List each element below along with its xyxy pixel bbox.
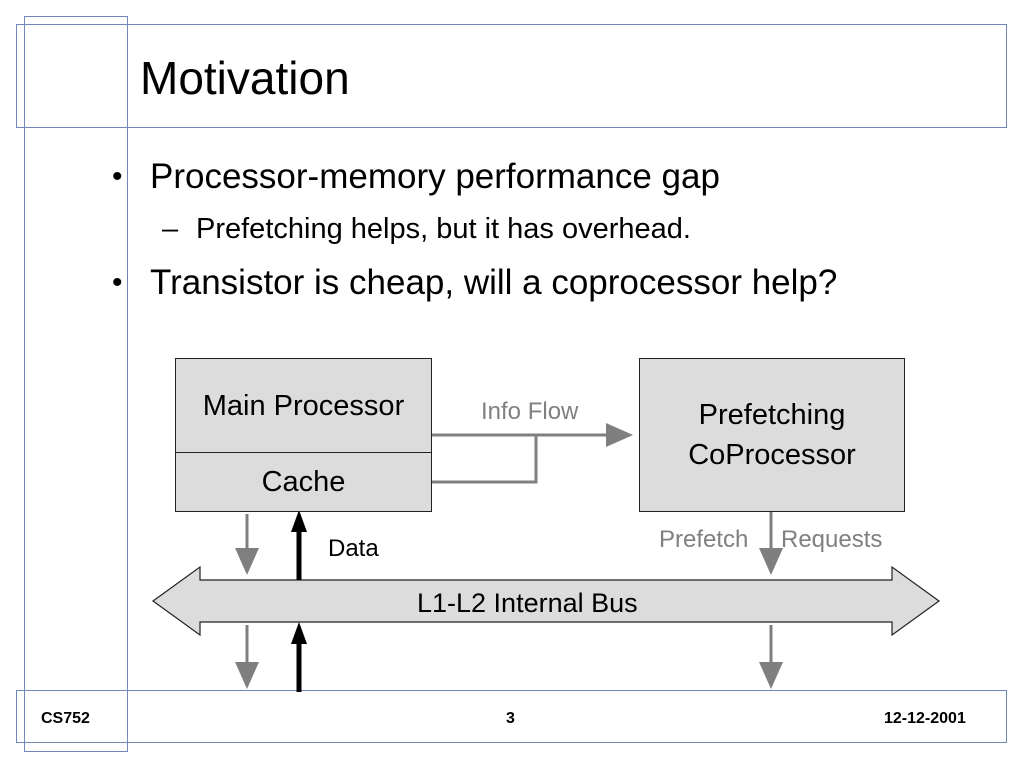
bullet-2-text: Transistor is cheap, will a coprocessor … [150, 263, 838, 302]
sub-bullet-marker: – [162, 213, 179, 245]
coprocessor-label-line2: CoProcessor [688, 439, 856, 471]
footer-frame [16, 690, 1007, 743]
bullet-marker: • [112, 266, 123, 299]
bullet-2: • Transistor is cheap, will a coprocesso… [112, 263, 838, 303]
data-arrow-lower-head [291, 622, 307, 644]
data-label: Data [328, 535, 379, 562]
title-frame [16, 24, 1007, 128]
coprocessor-box: Prefetching CoProcessor [639, 358, 905, 512]
bus-arrow-shape [151, 565, 941, 637]
footer-date: 12-12-2001 [884, 710, 966, 727]
prefetch-label: Prefetch [659, 526, 749, 553]
footer-course: CS752 [41, 710, 90, 727]
main-processor-label: Main Processor [202, 389, 405, 422]
bullet-1-text: Processor-memory performance gap [150, 157, 720, 196]
coprocessor-label-line1: Prefetching [698, 399, 846, 431]
left-vertical-frame [24, 16, 128, 752]
bus-label: L1-L2 Internal Bus [417, 588, 638, 618]
info-flow-line-cache [432, 435, 538, 484]
requests-label: Requests [781, 526, 883, 553]
info-flow-label: Info Flow [481, 398, 579, 425]
cache-label: Cache [261, 466, 346, 498]
sub-bullet-1: – Prefetching helps, but it has overhead… [162, 212, 691, 246]
data-arrow-upper-head [291, 510, 307, 532]
main-processor-box: Main Processor [175, 358, 432, 453]
bullet-marker: • [112, 160, 123, 193]
footer-page-number: 3 [506, 710, 515, 727]
sub-bullet-1-text: Prefetching helps, but it has overhead. [196, 213, 691, 245]
slide-title: Motivation [140, 52, 350, 104]
bullet-1: • Processor-memory performance gap [112, 157, 720, 197]
cache-box: Cache [175, 452, 432, 512]
